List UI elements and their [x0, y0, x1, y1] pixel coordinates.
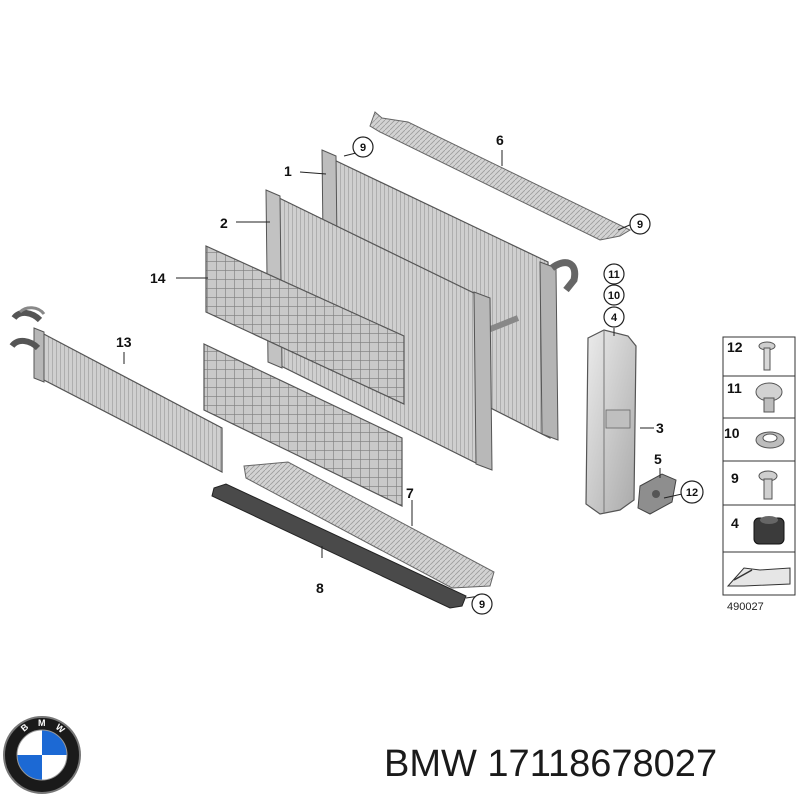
part-8-seal-strip [211, 483, 467, 609]
legend-num-4: 4 [731, 515, 739, 531]
bmw-logo-icon: B M W [3, 716, 81, 794]
diagram-id: 490027 [727, 601, 764, 613]
circled-9-right: 9 [637, 219, 643, 231]
callout-6: 6 [496, 132, 504, 148]
rubber-mount-icon [753, 516, 785, 545]
fastener-legend: 12 11 10 9 4 490027 [722, 336, 796, 613]
callout-7: 7 [406, 485, 414, 501]
circled-10: 10 [608, 290, 620, 302]
screw-icon [758, 470, 778, 500]
part-6-upper-air-guide [369, 111, 632, 241]
callout-3: 3 [656, 420, 664, 436]
callout-8: 8 [316, 580, 324, 596]
part-13-auxiliary-cooler [9, 306, 223, 473]
circled-11: 11 [608, 269, 620, 281]
circled-labels: 9 9 9 11 10 4 12 [352, 136, 704, 615]
legend-num-10: 10 [724, 425, 740, 441]
logo-letter-m: M [38, 718, 46, 728]
logo-letter-b: B [19, 721, 31, 733]
circled-9-top: 9 [360, 142, 366, 154]
callout-5: 5 [654, 451, 662, 467]
callout-labels: 1 2 14 13 6 7 8 3 5 [116, 132, 664, 596]
part-3-side-air-duct [585, 329, 637, 515]
installation-arrow-icon [726, 567, 791, 587]
circled-9-bottom: 9 [479, 599, 485, 611]
legend-num-11: 11 [727, 380, 742, 396]
part-14-upper-grille [205, 245, 405, 405]
rivet-icon [755, 382, 783, 413]
callout-13: 13 [116, 334, 132, 350]
callout-1: 1 [284, 163, 292, 179]
callout-14: 14 [150, 270, 166, 286]
part-number-title: BMW 17118678027 [384, 743, 717, 785]
grommet-ring-icon [755, 431, 785, 449]
lower-grille-panel [203, 343, 403, 507]
legend-num-12: 12 [727, 339, 743, 355]
callout-2: 2 [220, 215, 228, 231]
legend-num-9: 9 [731, 470, 739, 486]
part-7-lower-air-guide [243, 461, 495, 589]
circled-12: 12 [686, 487, 698, 499]
part-5-bracket [637, 473, 677, 515]
bolt-icon [758, 341, 776, 371]
circled-4: 4 [611, 312, 618, 324]
